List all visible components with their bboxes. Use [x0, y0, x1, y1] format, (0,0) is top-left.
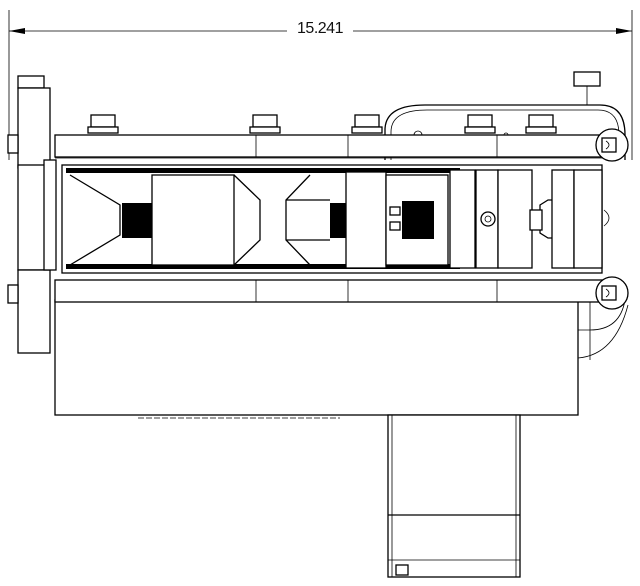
- belt-section: [61, 164, 610, 274]
- left-end-pulley: [7, 75, 57, 354]
- lower-housing: [54, 299, 579, 416]
- right-idler-rollers: [595, 128, 629, 310]
- motor: [387, 414, 521, 578]
- bottom-rail: [54, 279, 604, 303]
- overall-length-dimension: 15.241: [287, 20, 353, 38]
- top-bolts: [87, 114, 557, 134]
- top-rail: [54, 134, 604, 159]
